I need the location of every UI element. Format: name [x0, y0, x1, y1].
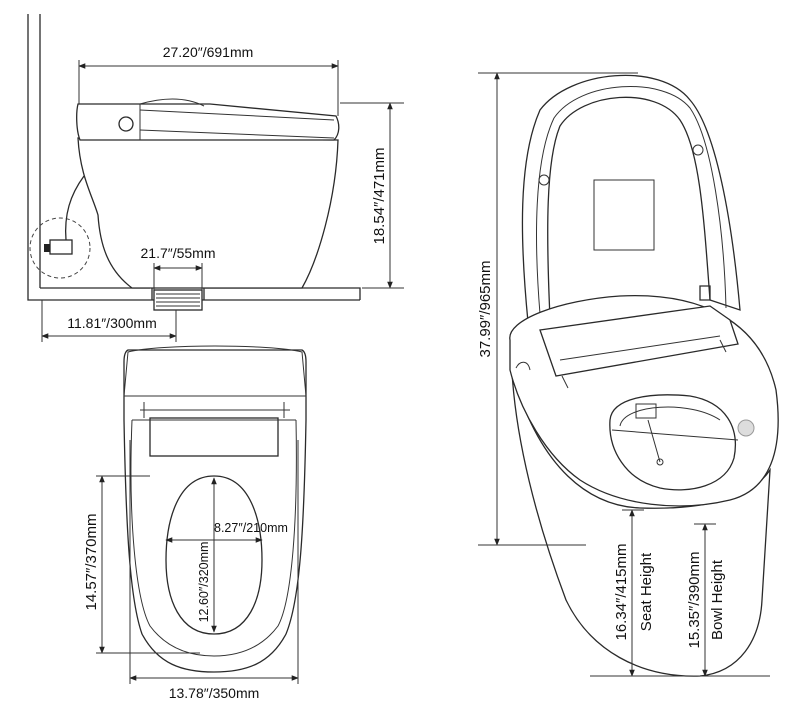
- toilet-body-side: [77, 137, 339, 289]
- bowl-height-label: Bowl Height: [709, 559, 726, 640]
- bowl-opening-top: [165, 475, 263, 635]
- open-lid: [521, 74, 741, 323]
- outlet-width-label: 21.7″/55mm: [141, 245, 216, 261]
- seat-hinge-cover: [149, 417, 279, 457]
- opening-length-label: 14.57″/370mm: [83, 513, 100, 610]
- opening-width-label: 8.27″/210mm: [214, 521, 288, 535]
- outlet-flange: [153, 289, 203, 311]
- sensor-icon: [737, 419, 755, 437]
- angle-valve-icon: [49, 239, 73, 255]
- floor-cut: [151, 288, 205, 300]
- side-overall-length-label: 27.20″/691mm: [163, 44, 254, 60]
- wall-outline: [27, 14, 360, 301]
- supply-hose: [64, 175, 85, 241]
- seat-height-value: 16.34″/415mm: [613, 543, 630, 640]
- seat-height-label: Seat Height: [638, 552, 655, 631]
- perspective-view: 37.99″/965mm 16.34″/415mm Seat Height 15…: [477, 72, 779, 677]
- control-knob-icon: [118, 116, 134, 132]
- toilet-lid-side: [76, 103, 340, 141]
- opening-inner-length-label: 12.60″/320mm: [197, 542, 211, 623]
- overall-width-label: 13.78″/350mm: [169, 685, 260, 701]
- overall-height-label: 37.99″/965mm: [477, 260, 494, 357]
- rough-in-label: 11.81″/300mm: [67, 315, 157, 331]
- side-view: 27.20″/691mm 18.54″/471mm 21.7″/55mm 11.…: [27, 14, 404, 342]
- top-view: 14.57″/370mm 8.27″/210mm 12.60″/320mm 13…: [83, 345, 307, 701]
- lid-panel: [593, 179, 655, 251]
- supply-connection-detail: [29, 217, 91, 279]
- bowl-opening-perspective: [609, 394, 736, 491]
- side-height-label: 18.54″/471mm: [371, 147, 388, 244]
- bowl-height-value: 15.35″/390mm: [686, 551, 703, 648]
